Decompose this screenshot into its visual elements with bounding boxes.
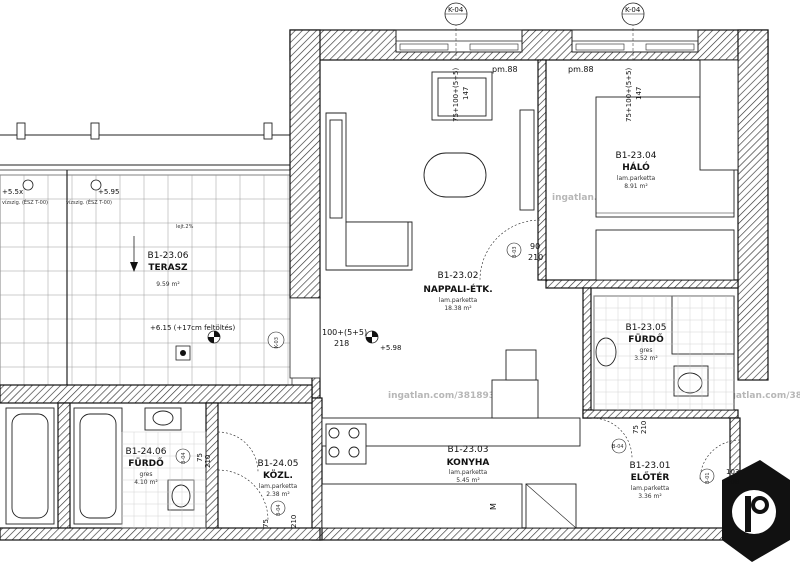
svg-text:18.38 m²: 18.38 m²: [444, 305, 472, 312]
terrace-tiles: [0, 174, 293, 386]
room-label-bathroom-2: B1-24.06 FÜRDŐ gres 4.10 m²: [126, 447, 167, 486]
room-label-bathroom-1: B1-23.05 FÜRDŐ gres 3.52 m²: [626, 323, 667, 362]
k03-marker: K-03: [274, 337, 280, 348]
brand-logo: [722, 460, 790, 562]
svg-text:gres: gres: [640, 347, 653, 354]
svg-text:B1-23.04: B1-23.04: [616, 151, 657, 161]
door-b04-lower: B-04: [181, 452, 187, 464]
svg-text:lam.parketta: lam.parketta: [631, 485, 670, 492]
svg-text:FÜRDŐ: FÜRDŐ: [128, 458, 164, 469]
door-b03: B-03: [512, 246, 518, 258]
door-b04-lower-b: 210: [204, 455, 212, 468]
svg-text:8.91 m²: 8.91 m²: [624, 183, 648, 190]
door-b04-corridor-a: 75: [262, 519, 270, 528]
door-b04-corridor-b: 210: [290, 515, 298, 528]
door-b03-height: 210: [528, 253, 543, 262]
room-label-bedroom: B1-23.04 HÁLÓ lam.parketta 8.91 m²: [616, 151, 657, 190]
svg-text:KONYHA: KONYHA: [447, 458, 490, 468]
window-right-dim-a: 75+100+(5+5): [625, 67, 633, 122]
svg-text:4.10 m²: 4.10 m²: [134, 479, 158, 486]
terrace-note: +6.15 (+17cm feltöltés): [150, 324, 235, 332]
terrace-window-dim-a: 100+(5+5): [322, 328, 367, 337]
door-b04-mid-b: 210: [640, 421, 648, 434]
terrace-slope-arrow: [130, 236, 138, 272]
svg-text:B1-23.05: B1-23.05: [626, 323, 667, 333]
svg-text:KÖZL.: KÖZL.: [263, 470, 293, 481]
door-b04-mid: B-04: [612, 444, 624, 450]
furniture: [5, 59, 739, 529]
axis-markers: K-04 K-04: [444, 2, 645, 26]
bathroom-tiles: [121, 295, 734, 529]
svg-text:B1-23.01: B1-23.01: [630, 461, 671, 471]
door-b04-corridor: B-04: [276, 504, 282, 516]
svg-text:lam.parketta: lam.parketta: [259, 483, 298, 490]
axis-marker-left: K-04: [448, 6, 464, 14]
door-b04-mid-a: 75: [632, 425, 640, 434]
walls: [0, 29, 769, 541]
room-label-living: B1-23.02 NAPPALI-ÉTK. lam.parketta 18.38…: [423, 271, 492, 312]
level-59x: +5.5x: [2, 188, 23, 196]
svg-text:B1-24.06: B1-24.06: [126, 447, 167, 457]
svg-text:B1-23.02: B1-23.02: [438, 271, 479, 281]
watermark-5: ingatlan.com/38189364: [720, 391, 800, 401]
windows: [395, 8, 699, 60]
level-598: +5.98: [380, 344, 401, 352]
svg-text:lam.parketta: lam.parketta: [617, 175, 656, 182]
fridge-mark: M: [489, 503, 498, 510]
door-b01: B-01: [705, 472, 711, 484]
window-left-dim-b: 147: [462, 87, 470, 100]
vizszig-right: vízszig. (ÉSZ T-00): [66, 198, 112, 206]
terrace-window-dim-b: 218: [334, 339, 349, 348]
door-b01-a: 103: [726, 468, 739, 476]
level-595: +5.95: [98, 188, 119, 196]
svg-text:B1-23.03: B1-23.03: [448, 445, 489, 455]
svg-text:B1-24.05: B1-24.05: [258, 459, 299, 469]
axis-marker-right: K-04: [625, 6, 641, 14]
door-b01-b: 208: [726, 478, 739, 486]
room-labels: B1-23.06 TERASZ 9.59 m² B1-23.02 NAPPALI…: [126, 151, 671, 500]
window-right-dim-b: 147: [635, 87, 643, 100]
pm-left: pm.88: [492, 65, 518, 74]
dimension-labels: pm.88 pm.88 75+100+(5+5) 147 75+100+(5+5…: [2, 65, 739, 528]
door-b04-lower-a: 75: [196, 453, 204, 462]
svg-text:FÜRDŐ: FÜRDŐ: [628, 334, 664, 345]
room-label-corridor: B1-24.05 KÖZL. lam.parketta 2.38 m²: [258, 459, 299, 498]
pm-right: pm.88: [568, 65, 594, 74]
svg-text:lam.parketta: lam.parketta: [449, 469, 488, 476]
terrace-door: [22, 179, 379, 379]
svg-text:3.52 m²: 3.52 m²: [634, 355, 658, 362]
terrace-railing: [0, 122, 292, 385]
room-label-kitchen: B1-23.03 KONYHA lam.parketta 5.45 m²: [447, 445, 490, 484]
svg-text:TERASZ: TERASZ: [148, 263, 188, 273]
svg-text:NAPPALI-ÉTK.: NAPPALI-ÉTK.: [423, 283, 492, 295]
svg-text:HÁLÓ: HÁLÓ: [622, 161, 650, 173]
svg-text:gres: gres: [140, 471, 153, 478]
door-b03-width: 90: [530, 242, 540, 251]
svg-text:2.38 m²: 2.38 m²: [266, 491, 290, 498]
svg-text:9.59 m²: 9.59 m²: [156, 281, 180, 288]
svg-text:5.45 m²: 5.45 m²: [456, 477, 480, 484]
svg-text:lam.parketta: lam.parketta: [439, 297, 478, 304]
room-label-terrace: B1-23.06 TERASZ 9.59 m²: [148, 251, 189, 288]
doors: [217, 219, 741, 521]
room-label-hall: B1-23.01 ELŐTÉR lam.parketta 3.36 m²: [630, 461, 671, 500]
window-left-dim-a: 75+100+(5+5): [452, 67, 460, 122]
svg-text:ELŐTÉR: ELŐTÉR: [631, 471, 670, 483]
terrace-slope: lejt.2%: [176, 224, 194, 230]
watermark-3: ingatlan.com/38189364: [388, 391, 508, 401]
svg-text:3.36 m²: 3.36 m²: [638, 493, 662, 500]
svg-text:B1-23.06: B1-23.06: [148, 251, 189, 261]
vizszig-left: vízszig. (ÉSZ T-00): [2, 198, 48, 206]
